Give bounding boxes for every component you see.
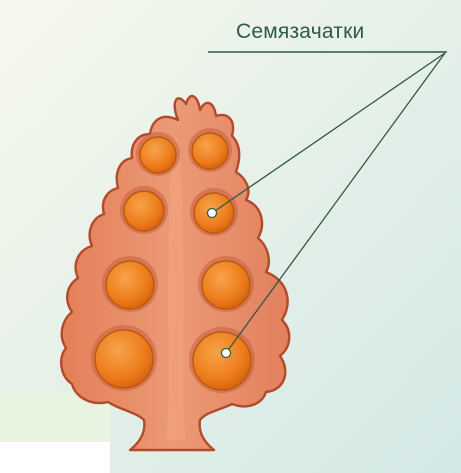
- ovule: [140, 137, 176, 173]
- ovules-label: Семязачатки: [236, 20, 364, 44]
- ovule: [124, 191, 164, 231]
- pointer-dot: [208, 209, 217, 218]
- ovule: [106, 261, 154, 309]
- ovule: [95, 330, 153, 388]
- ovule: [193, 332, 251, 390]
- ovule: [202, 261, 250, 309]
- ovule: [192, 133, 228, 169]
- pointer-dot: [222, 349, 231, 358]
